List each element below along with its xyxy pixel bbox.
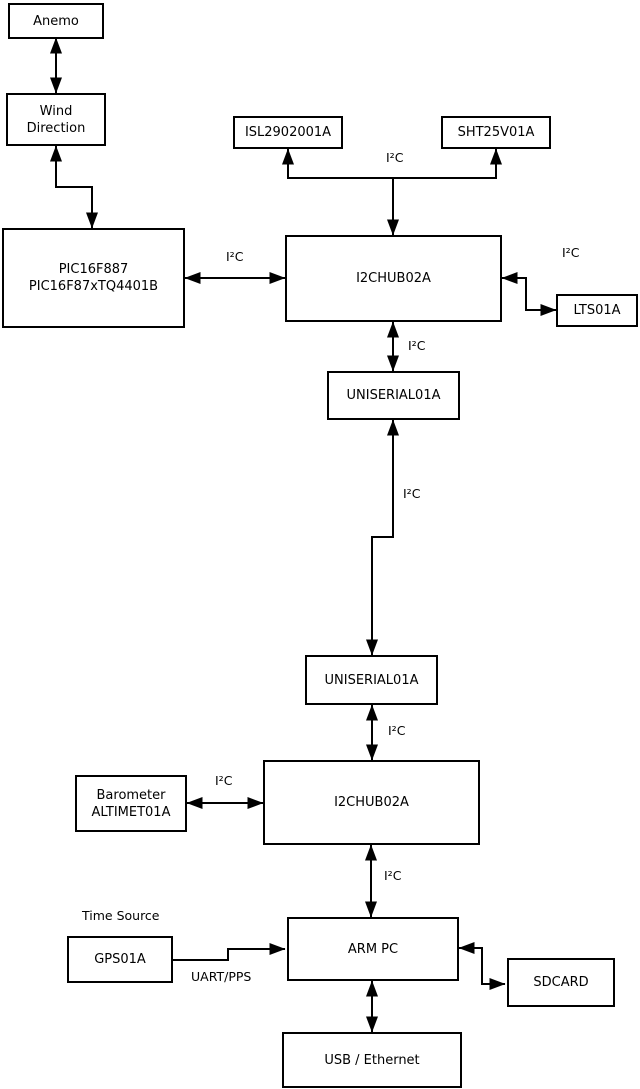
i2c-label-uniserial-link: I²C [403,486,421,501]
i2c-label-sensors-rail: I²C [386,150,404,165]
node-arm-pc: ARM PC [287,917,459,981]
node-usb-ethernet: USB / Ethernet [282,1032,462,1088]
connector-gps-armpc [173,943,286,961]
i2c-label-hub2-armpc: I²C [384,868,402,883]
connector-wind-pic [50,145,98,229]
node-i2c-hub-bottom: I2CHUB02A [263,760,480,845]
i2c-label-hub1-uniserial: I²C [408,338,426,353]
node-sht25v01a: SHT25V01A [441,116,551,149]
connector-armpc-sdcard [458,942,506,990]
time-source-label: Time Source [82,908,160,923]
node-anemo: Anemo [8,3,104,39]
node-uniserial-bottom: UNISERIAL01A [305,655,438,705]
node-gps01a: GPS01A [67,936,173,983]
i2c-label-hub1-lts: I²C [562,245,580,260]
node-pic-microcontroller: PIC16F887 PIC16F87xTQ4401B [2,228,185,328]
node-uniserial-top: UNISERIAL01A [327,371,460,420]
i2c-label-barometer-hub2: I²C [215,773,233,788]
node-wind-direction: Wind Direction [6,93,106,146]
node-barometer: Barometer ALTIMET01A [75,775,187,832]
i2c-label-pic-hub1: I²C [226,249,244,264]
connector-hub1-lts [501,272,557,316]
node-i2c-hub-top: I2CHUB02A [285,235,502,322]
uart-pps-label: UART/PPS [191,969,252,984]
node-sdcard: SDCARD [507,958,615,1007]
node-lts01a: LTS01A [556,294,638,327]
i2c-label-uniserial-hub2: I²C [388,723,406,738]
connector-uniserial-link [366,419,399,656]
node-isl2902001a: ISL2902001A [233,116,343,149]
